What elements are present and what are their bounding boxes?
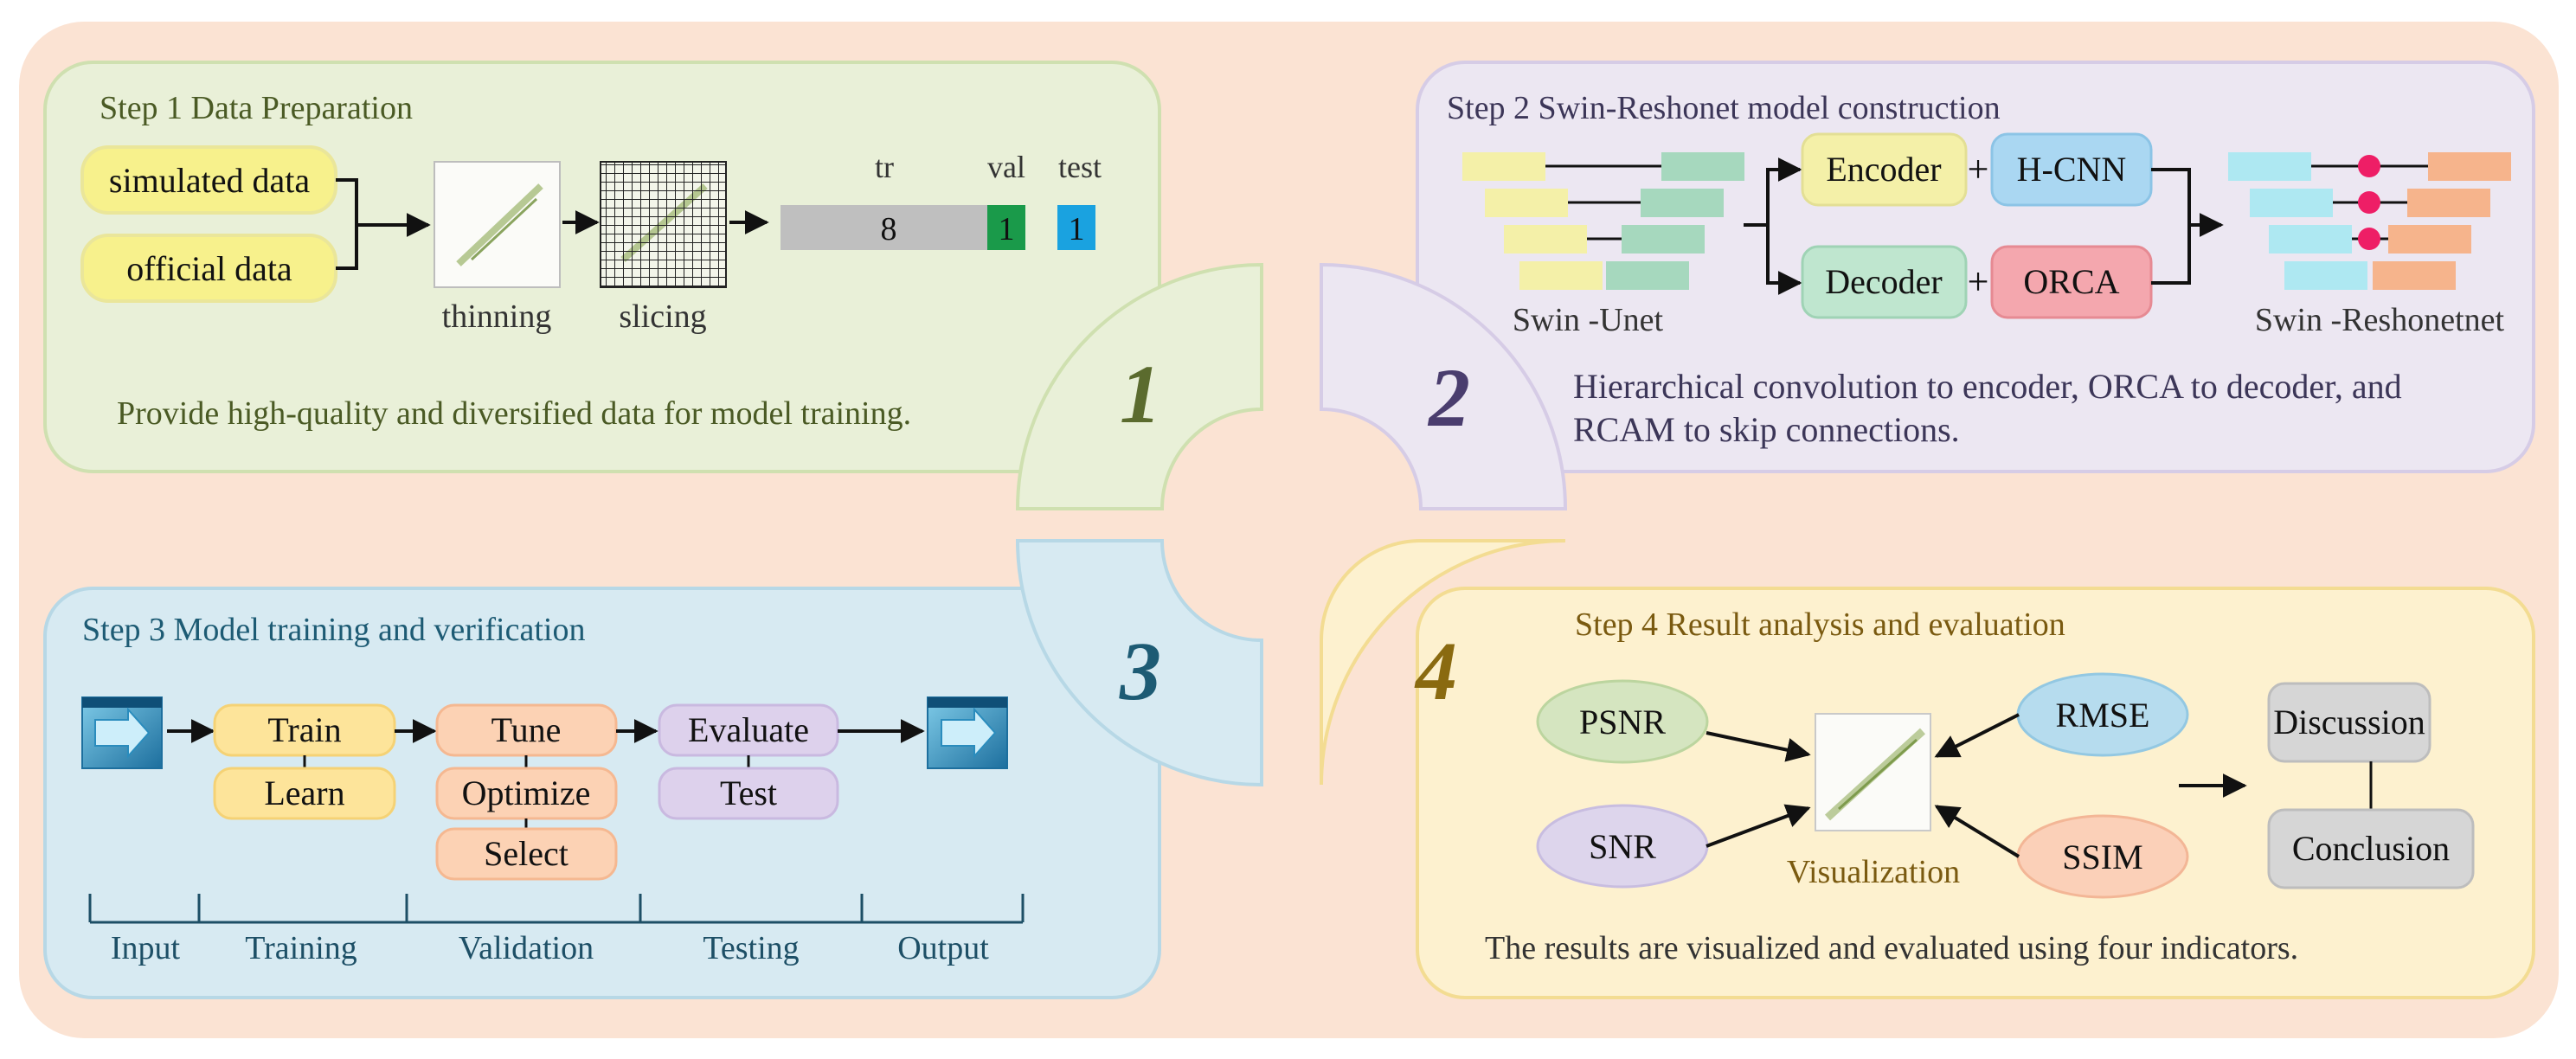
ring-segment-3 <box>1015 539 1263 787</box>
test-box <box>658 767 839 820</box>
phase-testing: Testing <box>703 930 799 966</box>
arrow-ssim-vis <box>1934 805 2020 858</box>
phase-timeline <box>88 894 1025 924</box>
step4-title: Step 4 Result analysis and evaluation <box>1575 607 2065 643</box>
optimize-label: Optimize <box>462 773 591 812</box>
swin-reshonet-icon <box>2228 152 2511 290</box>
step2-caption-line1: Hierarchical convolution to encoder, ORC… <box>1573 367 2402 406</box>
output-icon <box>927 696 1008 769</box>
learn-box <box>213 767 396 820</box>
step2-title: Step 2 Swin-Reshonet model construction <box>1447 90 2001 126</box>
ring-segment-4 <box>1320 539 1566 786</box>
step3-title: Step 3 Model training and verification <box>82 612 585 648</box>
split-value-val: 1 <box>999 211 1015 247</box>
step1-number: 1 <box>1120 348 1161 440</box>
ring-segment-1 <box>1015 262 1263 510</box>
split-label-val: val <box>987 150 1025 184</box>
test-split-cell <box>1057 205 1095 250</box>
swin-unet-icon <box>1462 152 1744 290</box>
arrow-psnr-vis <box>1706 731 1811 762</box>
split-value-test: 1 <box>1069 211 1085 247</box>
conclusion-label: Conclusion <box>2292 829 2450 868</box>
split-label-tr: tr <box>875 150 894 184</box>
ssim-label: SSIM <box>2062 838 2142 876</box>
plus-sign-top: + <box>1968 148 1989 190</box>
visualization-label: Visualization <box>1787 854 1960 890</box>
step4-caption: The results are visualized and evaluated… <box>1485 930 2298 966</box>
thinning-label: thinning <box>442 298 552 335</box>
merge-connector <box>336 178 428 270</box>
select-box <box>435 827 618 881</box>
encoder-box <box>1801 132 1968 207</box>
step3-number: 3 <box>1119 625 1161 717</box>
hcnn-label: H-CNN <box>2017 150 2127 189</box>
split-value-tr: 8 <box>881 211 897 247</box>
train-split-bar <box>781 205 988 250</box>
phase-training: Training <box>245 930 357 966</box>
test-label: Test <box>720 773 777 812</box>
official-data-label: official data <box>126 249 292 288</box>
step2-number: 2 <box>1427 351 1470 444</box>
branch-connector <box>1744 157 1802 227</box>
step1-caption: Provide high-quality and diversified dat… <box>117 395 911 432</box>
phase-validation: Validation <box>459 930 594 966</box>
orca-label: ORCA <box>2023 262 2119 301</box>
train-label: Train <box>267 710 341 749</box>
phase-input: Input <box>111 930 181 966</box>
tune-label: Tune <box>491 710 562 749</box>
slicing-image <box>600 161 727 288</box>
encoder-label: Encoder <box>1826 150 1941 189</box>
visualization-image <box>1815 713 1931 831</box>
rmse-label: RMSE <box>2056 696 2150 735</box>
psnr-label: PSNR <box>1579 703 1666 741</box>
val-split-cell <box>987 205 1025 250</box>
step1-title: Step 1 Data Preparation <box>100 90 413 126</box>
input-icon <box>81 696 163 769</box>
decoder-box <box>1801 245 1968 319</box>
thinning-image <box>434 161 561 288</box>
learn-label: Learn <box>264 773 344 812</box>
swin-reshonet-label: Swin -Reshonetnet <box>2255 302 2505 338</box>
merge-connector-step2 <box>2151 168 2221 285</box>
snr-label: SNR <box>1589 827 1656 866</box>
arrow-snr-vis <box>1706 804 1811 848</box>
conclusion-box <box>2267 808 2475 889</box>
evaluate-label: Evaluate <box>688 710 809 749</box>
swin-unet-label: Swin -Unet <box>1513 302 1664 338</box>
arrow-rmse-vis <box>1934 713 2020 758</box>
step4-panel <box>1416 587 2535 999</box>
decoder-label: Decoder <box>1825 262 1942 301</box>
step4-number: 4 <box>1414 625 1457 717</box>
step2-caption-line2: RCAM to skip connections. <box>1573 410 1960 449</box>
split-label-test: test <box>1058 150 1102 184</box>
discussion-label: Discussion <box>2273 703 2425 741</box>
ring-segment-2 <box>1320 262 1568 510</box>
slicing-label: slicing <box>619 298 706 335</box>
branch-connector-lower <box>1766 225 1802 295</box>
plus-sign-bottom: + <box>1968 260 1989 303</box>
phase-output: Output <box>897 930 989 966</box>
discussion-box <box>2267 682 2431 763</box>
psnr-ellipse <box>1536 679 1709 764</box>
simulated-data-label: simulated data <box>109 161 310 200</box>
select-label: Select <box>484 834 569 873</box>
